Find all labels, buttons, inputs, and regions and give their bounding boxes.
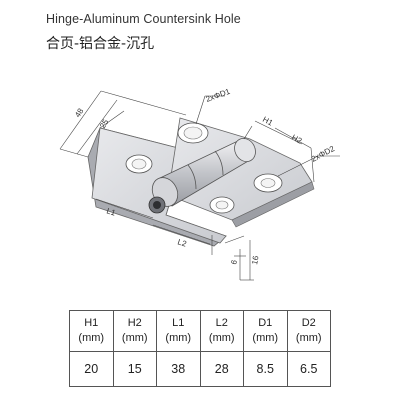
column-unit: (mm) xyxy=(165,332,192,344)
column-name: H1 xyxy=(84,317,99,329)
dim-h2: H2 xyxy=(290,133,304,146)
dim-2xd2: 2xΦD2 xyxy=(310,144,337,164)
value-cell: 20 xyxy=(69,351,114,387)
value-cell: 6.5 xyxy=(286,351,331,387)
spec-table: H1 (mm) H2 (mm) L1 (mm) L2 (mm) D1 (mm) D2 (mm… xyxy=(69,310,331,387)
header-cell: L2 (mm) xyxy=(199,310,244,352)
spec-header-row: H1 (mm) H2 (mm) L1 (mm) L2 (mm) D1 (mm) D2 (mm… xyxy=(69,310,331,352)
column-name: D2 xyxy=(301,317,316,329)
header-cell: H1 (mm) xyxy=(69,310,114,352)
dim-l2: L2 xyxy=(176,237,188,248)
spec-value-row: 20 15 38 28 8.5 6.5 xyxy=(69,351,331,387)
column-name: D1 xyxy=(258,317,273,329)
countersink-holes xyxy=(125,122,283,214)
header-cell: L1 (mm) xyxy=(156,310,201,352)
column-unit: (mm) xyxy=(295,332,322,344)
column-name: L1 xyxy=(172,317,185,329)
value-cell: 8.5 xyxy=(243,351,288,387)
dim-h1: H1 xyxy=(261,115,275,128)
dimension-lines xyxy=(59,90,340,281)
value-cell: 28 xyxy=(199,351,244,387)
dim-48: 48 xyxy=(73,106,86,119)
dim-16: 16 xyxy=(250,254,261,265)
header-cell: D1 (mm) xyxy=(243,310,288,352)
dim-l1: L1 xyxy=(105,206,117,217)
header-cell: H2 (mm) xyxy=(112,310,157,352)
title-english: Hinge-Aluminum Countersink Hole xyxy=(46,12,241,26)
header-cell: D2 (mm) xyxy=(286,310,331,352)
column-unit: (mm) xyxy=(78,332,105,344)
column-name: L2 xyxy=(215,317,228,329)
hinge-barrel xyxy=(148,138,256,214)
value-cell: 38 xyxy=(156,351,201,387)
column-unit: (mm) xyxy=(252,332,279,344)
dim-6: 6 xyxy=(229,258,239,265)
right-plate xyxy=(167,117,315,228)
value-cell: 15 xyxy=(112,351,157,387)
hinge-drawing: 48 25 2xΦD1 H1 H2 2xΦD2 L1 L2 6 16 xyxy=(59,87,340,281)
dim-2xd1: 2xΦD1 xyxy=(205,87,232,104)
column-unit: (mm) xyxy=(208,332,235,344)
column-name: H2 xyxy=(127,317,142,329)
column-unit: (mm) xyxy=(121,332,148,344)
title-chinese: 合页-铝合金-沉孔 xyxy=(46,36,155,52)
